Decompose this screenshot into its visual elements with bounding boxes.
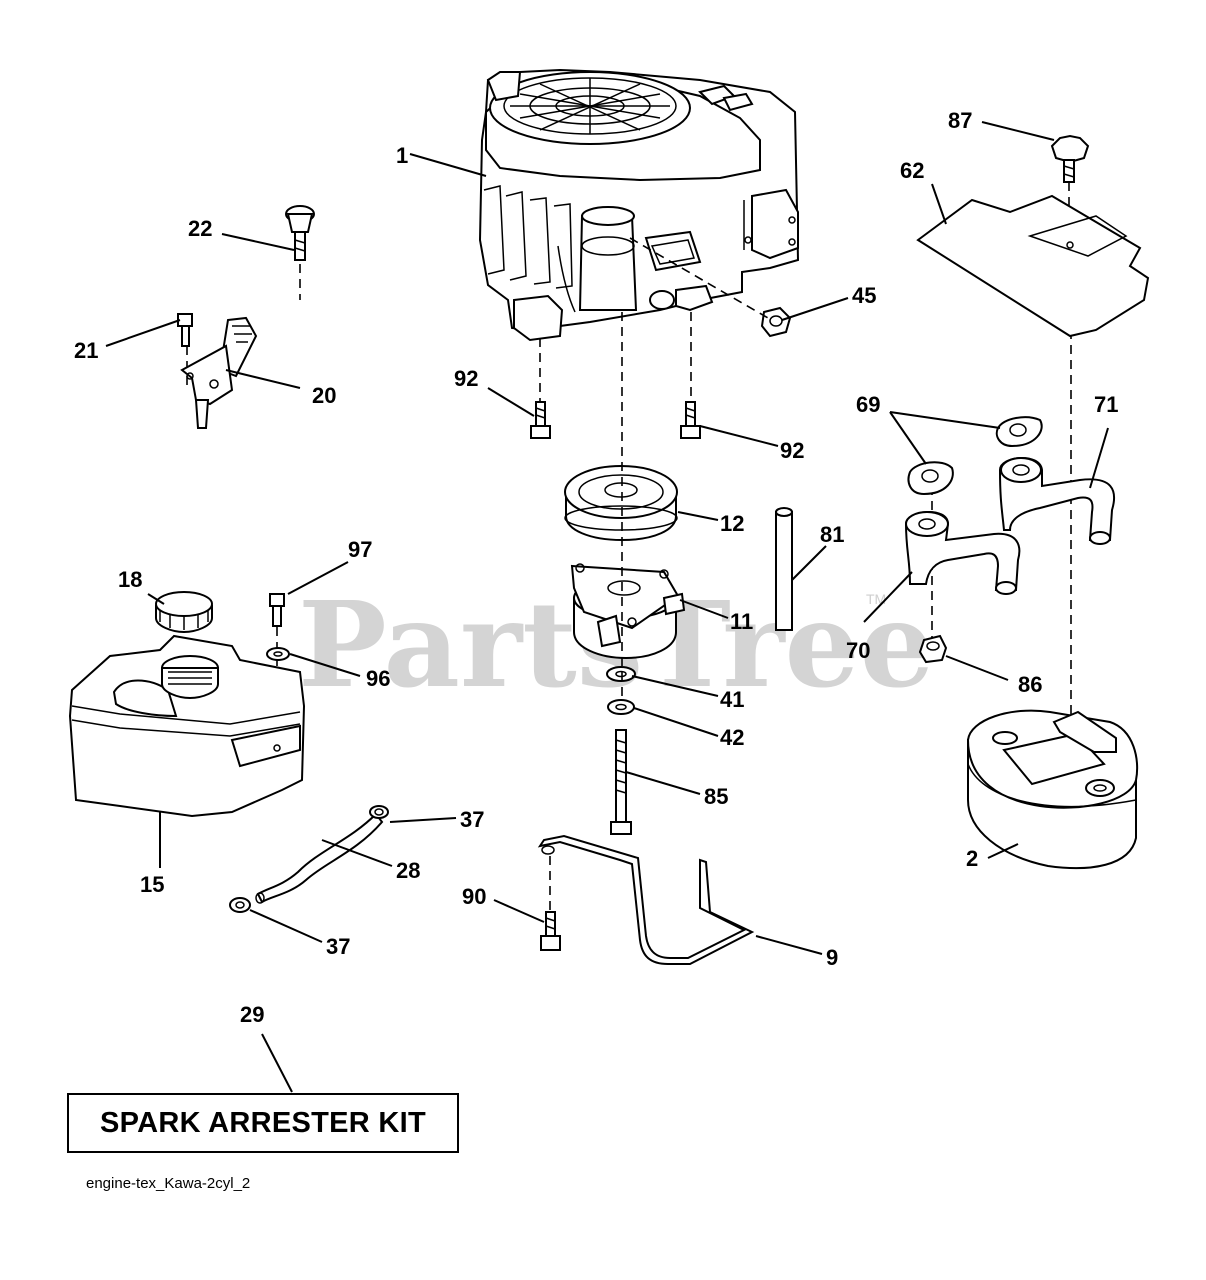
control-20-part[interactable] <box>180 316 258 429</box>
bolt-90-part[interactable] <box>540 911 561 951</box>
spark-arrester-kit-label: SPARK ARRESTER KIT <box>67 1093 459 1153</box>
callout-97: 97 <box>348 537 372 562</box>
bolt-85-part[interactable] <box>610 729 632 835</box>
callout-22: 22 <box>188 216 212 241</box>
heat-shield-62-part[interactable] <box>916 194 1150 338</box>
callout-18: 18 <box>118 567 142 592</box>
callout-85: 85 <box>704 784 728 809</box>
callout-42: 42 <box>720 725 744 750</box>
screw-21-part[interactable] <box>177 313 193 347</box>
callout-45: 45 <box>852 283 876 308</box>
nut-45-part[interactable] <box>760 306 792 338</box>
callout-41: 41 <box>720 687 744 712</box>
callout-37-top: 37 <box>460 807 484 832</box>
screw-97-part[interactable] <box>269 593 285 627</box>
callout-92-right: 92 <box>780 438 804 463</box>
exhaust-pipe-71-part[interactable] <box>998 456 1116 545</box>
clamp-37-bottom-part[interactable] <box>229 897 251 913</box>
bolt-92-left-part[interactable] <box>530 401 551 439</box>
callout-71: 71 <box>1094 392 1118 417</box>
callout-69: 69 <box>856 392 880 417</box>
callout-labels: 1 22 21 20 45 92 92 12 81 11 41 42 85 97… <box>74 108 1118 1027</box>
callout-92-left: 92 <box>454 366 478 391</box>
callout-9: 9 <box>826 945 838 970</box>
washer-41-part[interactable] <box>606 666 636 682</box>
callout-37-bottom: 37 <box>326 934 350 959</box>
muffler-2-part[interactable] <box>966 709 1139 870</box>
washer-42-part[interactable] <box>607 699 635 715</box>
callout-15: 15 <box>140 872 164 897</box>
callout-11: 11 <box>730 609 753 634</box>
callout-2: 2 <box>966 846 978 871</box>
washer-96-part[interactable] <box>266 647 290 661</box>
callout-1: 1 <box>396 143 408 168</box>
callout-90: 90 <box>462 884 486 909</box>
nut-86-part[interactable] <box>918 634 948 664</box>
rod-81-part[interactable] <box>775 507 793 631</box>
watermark-tm: TM <box>866 591 886 607</box>
leader-lines <box>105 121 1109 1093</box>
callout-20: 20 <box>312 383 336 408</box>
callout-21: 21 <box>74 338 98 363</box>
callout-86: 86 <box>1018 672 1042 697</box>
diagram-id-label: engine-tex_Kawa-2cyl_2 <box>86 1175 251 1192</box>
callout-70: 70 <box>846 638 870 663</box>
callout-96: 96 <box>366 666 390 691</box>
callout-81: 81 <box>820 522 844 547</box>
pulley-part[interactable] <box>564 465 678 542</box>
gasket-69-top-part[interactable] <box>995 416 1043 448</box>
clamp-37-top-part[interactable] <box>369 805 389 819</box>
exhaust-pipe-70-part[interactable] <box>904 510 1021 595</box>
bolt-92-right-part[interactable] <box>680 401 701 439</box>
pto-clutch-part[interactable] <box>570 563 686 660</box>
knob-87-part[interactable] <box>1050 134 1090 183</box>
callout-29: 29 <box>240 1002 264 1027</box>
callout-62: 62 <box>900 158 924 183</box>
engine-part[interactable] <box>478 68 800 342</box>
bracket-9-part[interactable] <box>537 834 755 965</box>
callout-12: 12 <box>720 511 744 536</box>
callout-87: 87 <box>948 108 972 133</box>
gasket-69-bottom-part[interactable] <box>907 461 954 496</box>
fuel-line-28-part[interactable] <box>255 812 384 904</box>
fuel-tank-15-part[interactable] <box>68 634 306 818</box>
callout-28: 28 <box>396 858 420 883</box>
knob-22-part[interactable] <box>285 205 315 261</box>
fuel-cap-18-part[interactable] <box>155 591 213 634</box>
